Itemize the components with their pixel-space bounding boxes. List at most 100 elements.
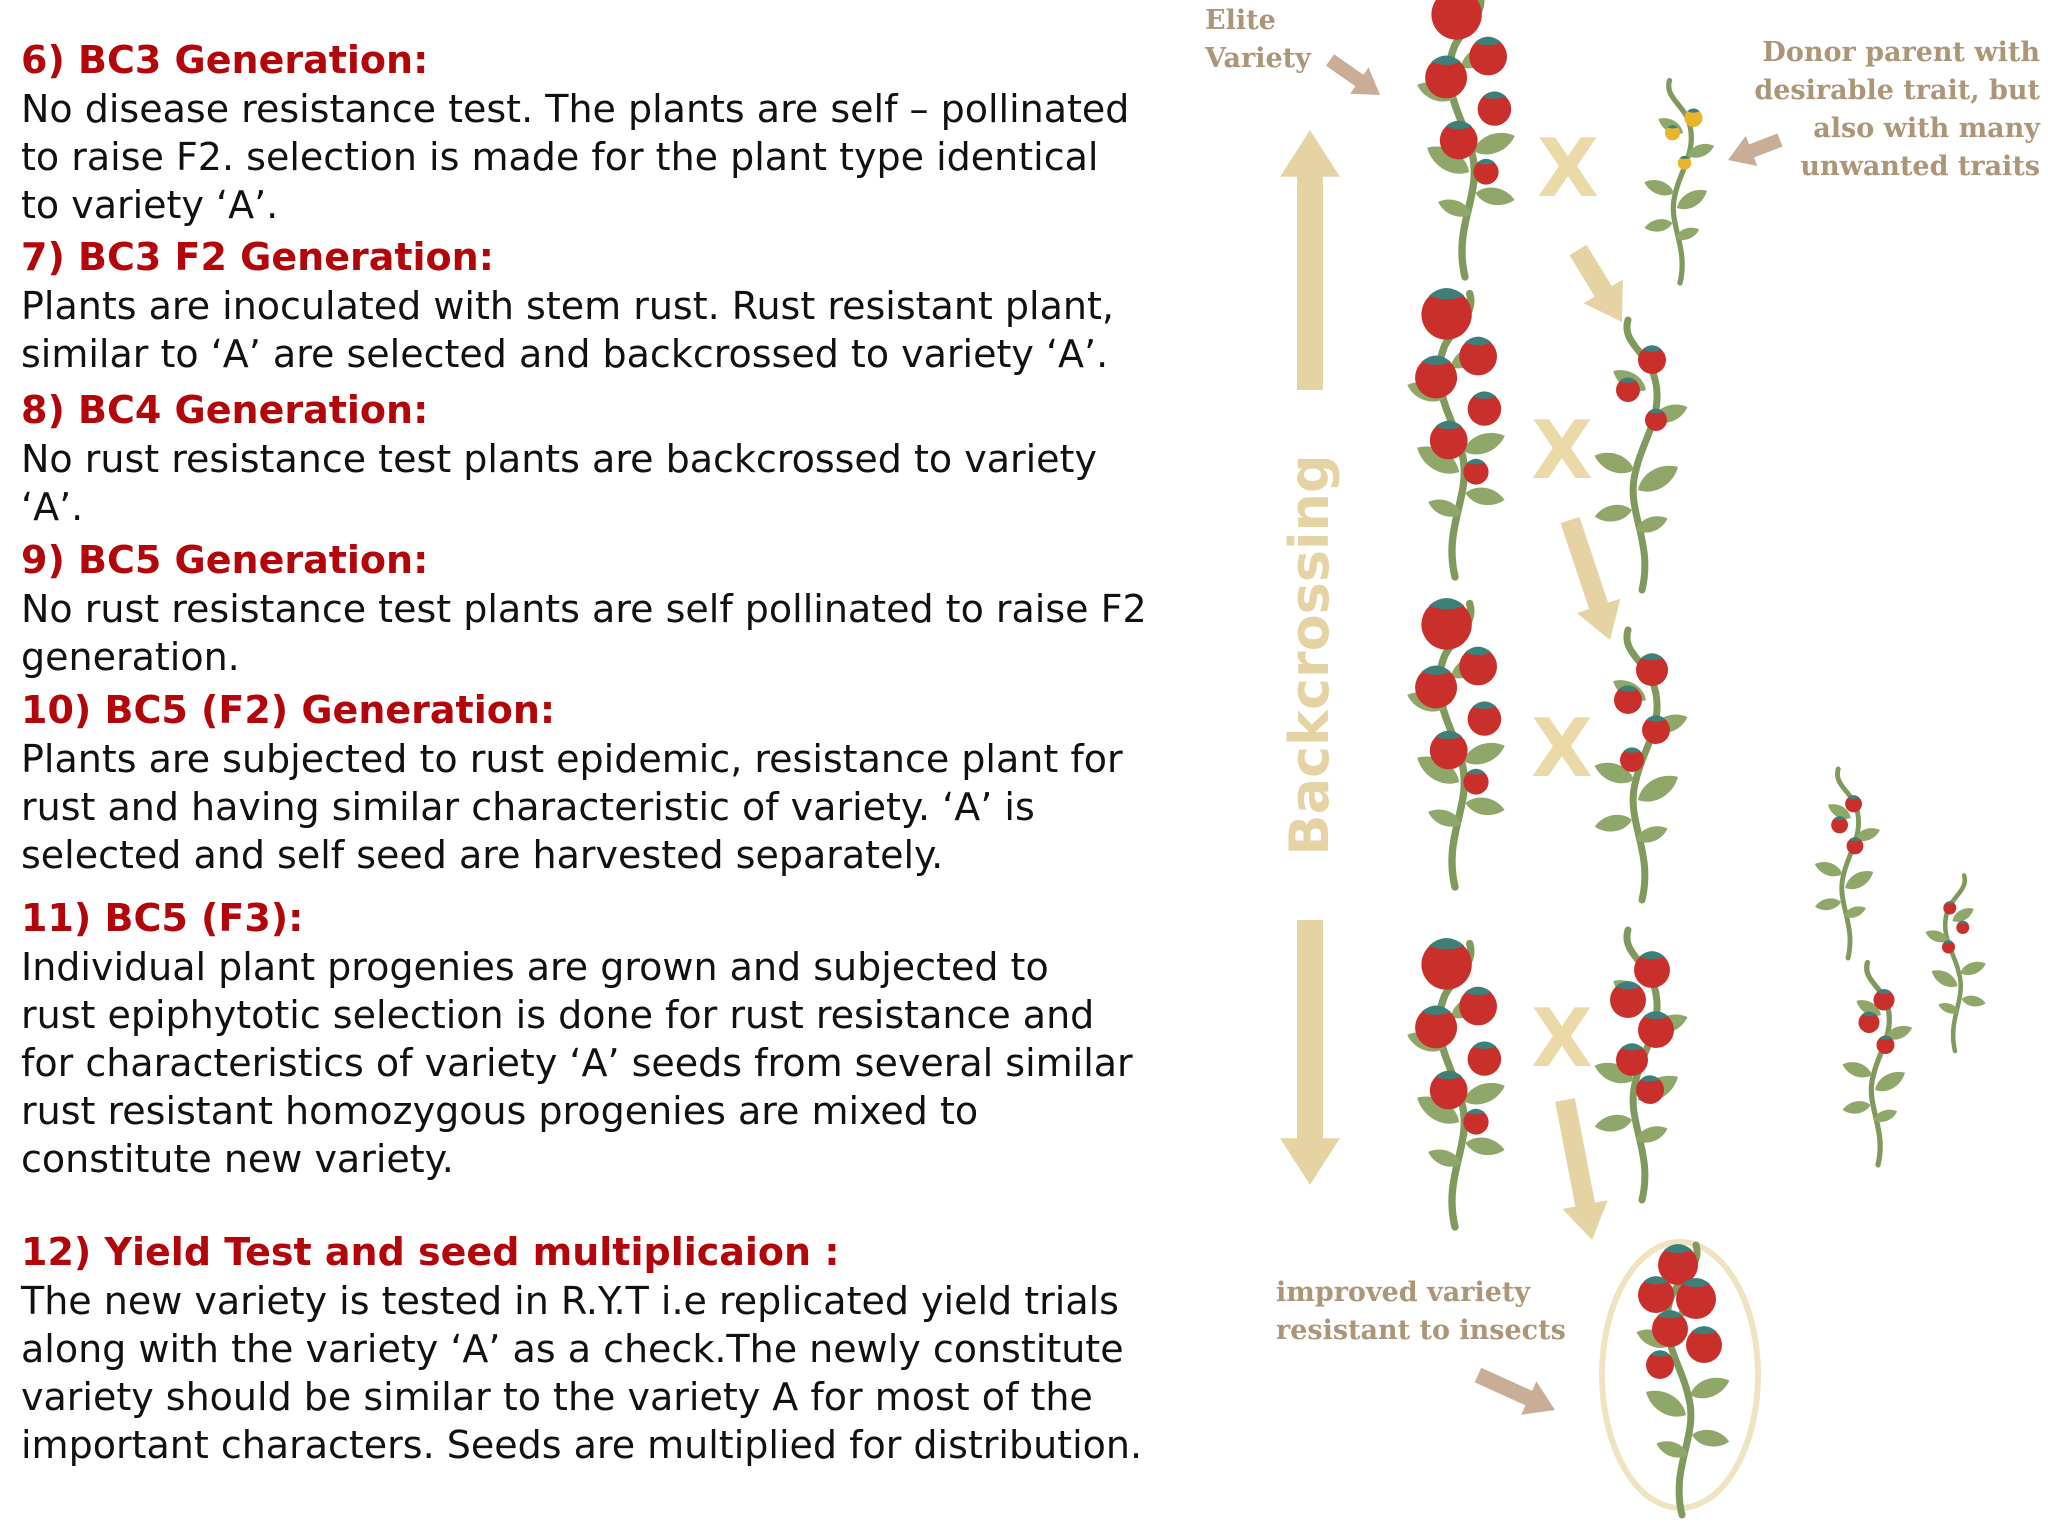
tomato-icon — [1638, 346, 1666, 374]
step-title: 8) BC4 Generation: — [21, 388, 429, 432]
leaf-icon — [1960, 961, 1986, 976]
donor-label-line: Donor parent with — [1762, 37, 2040, 68]
donor-label-line: unwanted traits — [1800, 151, 2040, 182]
tomato-icon — [1943, 901, 1957, 915]
leaf-icon — [1465, 797, 1505, 816]
population-plant — [1842, 959, 1913, 1168]
calyx-icon — [1464, 986, 1492, 996]
leaf-icon — [1594, 452, 1634, 474]
calyx-icon — [1650, 1350, 1670, 1357]
tomato-icon — [1676, 1279, 1716, 1319]
leaf-icon — [1417, 446, 1460, 474]
population-plant — [1814, 766, 1880, 961]
calyx-icon — [1472, 701, 1497, 709]
donor-plant — [1644, 77, 1715, 286]
improved-label-line: resistant to insects — [1276, 1315, 1566, 1346]
leaf-icon — [1638, 465, 1679, 492]
leaf-icon — [1814, 898, 1842, 911]
calyx-icon — [1472, 391, 1497, 399]
backcrossing-label: Backcrossing — [1278, 454, 1341, 855]
step-11: 11) BC5 (F3):Individual plant progenies … — [21, 894, 1236, 1181]
elite-plant — [1407, 288, 1505, 581]
leaf-icon — [1428, 1149, 1462, 1167]
calyx-icon — [1687, 108, 1700, 113]
leaf-icon — [1465, 487, 1505, 506]
calyx-icon — [1464, 646, 1492, 656]
leaf-icon — [1636, 1126, 1668, 1143]
leaf-icon — [1856, 1000, 1881, 1016]
step-8: 8) BC4 Generation: No rust resistance tes… — [21, 386, 1236, 529]
step-text-line: to raise F2. selection is made for the p… — [21, 135, 1099, 179]
tomato-icon — [1873, 989, 1895, 1011]
step-text-line: generation. — [21, 635, 240, 679]
step-text-line: No rust resistance test plants are backc… — [21, 437, 1097, 481]
tomato-icon — [1616, 378, 1640, 402]
leaf-icon — [1644, 180, 1674, 196]
step-text-line: Plants are subjected to rust epidemic, r… — [21, 737, 1123, 781]
step-text-line: selected and self seed are harvested sep… — [21, 833, 944, 877]
tomato-icon — [1831, 816, 1848, 834]
tomato-icon — [1467, 702, 1502, 736]
leaf-icon — [1465, 1137, 1505, 1156]
calyx-icon — [1618, 685, 1638, 692]
leaf-icon — [1417, 756, 1460, 784]
tomato-icon — [1845, 795, 1862, 813]
tomato-icon — [1846, 837, 1864, 855]
leaf-icon — [1925, 930, 1949, 943]
calyx-icon — [1657, 1310, 1683, 1319]
leaf-icon — [1885, 1025, 1913, 1040]
stem-icon — [1623, 316, 1661, 594]
leaf-icon — [1463, 432, 1505, 455]
leaf-icon — [1842, 1101, 1871, 1114]
leaf-icon — [1645, 1390, 1686, 1417]
calyx-icon — [1474, 36, 1502, 46]
donor-parent-label: Donor parent with desirable trait, but a… — [1754, 34, 2040, 186]
leaf-icon — [1675, 227, 1700, 240]
step-text-line: The new variety is tested in R.Y.T i.e r… — [21, 1279, 1119, 1323]
calyx-icon — [1428, 288, 1465, 300]
population-plant — [1925, 873, 1986, 1054]
calyx-icon — [1648, 408, 1664, 414]
calyx-icon — [1642, 345, 1662, 352]
step-title: 11) BC5 (F3): — [21, 896, 304, 940]
tomato-icon — [1459, 987, 1497, 1026]
step-text-line: ‘A’. — [21, 485, 84, 529]
leaf-icon — [1594, 504, 1632, 522]
donor-label-line: desirable trait, but — [1754, 75, 2040, 106]
tomato-icon — [1467, 1042, 1502, 1076]
calyx-icon — [1421, 355, 1451, 365]
calyx-icon — [1847, 795, 1860, 799]
step-text-line: rust epiphytotic selection is done for r… — [21, 993, 1095, 1037]
tomato-icon — [1459, 337, 1497, 376]
tomato-icon — [1638, 1277, 1674, 1313]
flow-arrow — [1569, 244, 1623, 323]
leaf-icon — [1636, 516, 1668, 533]
calyx-icon — [1691, 1326, 1717, 1335]
leaf-icon — [1931, 970, 1958, 987]
step-text-line: No disease resistance test. The plants a… — [21, 87, 1130, 131]
tomato-icon — [1463, 769, 1489, 795]
calyx-icon — [1467, 768, 1485, 775]
backcross-arrow-down — [1280, 920, 1340, 1185]
calyx-icon — [1640, 1075, 1660, 1082]
step-text-line: for characteristics of variety ‘A’ seeds… — [21, 1041, 1133, 1085]
leaf-icon — [1438, 199, 1472, 217]
calyx-icon — [1619, 377, 1637, 383]
calyx-icon — [1646, 715, 1666, 722]
tomato-icon — [1467, 392, 1502, 426]
backcross-arrow-up — [1280, 130, 1340, 390]
step-text-line: important characters. Seeds are multipli… — [21, 1423, 1143, 1467]
leaf-icon — [1427, 146, 1470, 174]
step-9: 9) BC5 Generation:No rust resistance tes… — [21, 536, 1236, 679]
calyx-icon — [1623, 747, 1641, 753]
leaf-icon — [1692, 1429, 1730, 1447]
elite-plant — [1407, 598, 1505, 891]
step-text-line: variety should be similar to the variety… — [21, 1375, 1093, 1419]
leaf-icon — [1463, 1082, 1505, 1105]
leaf-icon — [1843, 906, 1866, 918]
cross-symbol: X — [1531, 992, 1593, 1085]
tomato-icon — [1636, 654, 1668, 686]
tomato-icon — [1421, 599, 1472, 650]
cross-symbol: X — [1531, 702, 1593, 795]
